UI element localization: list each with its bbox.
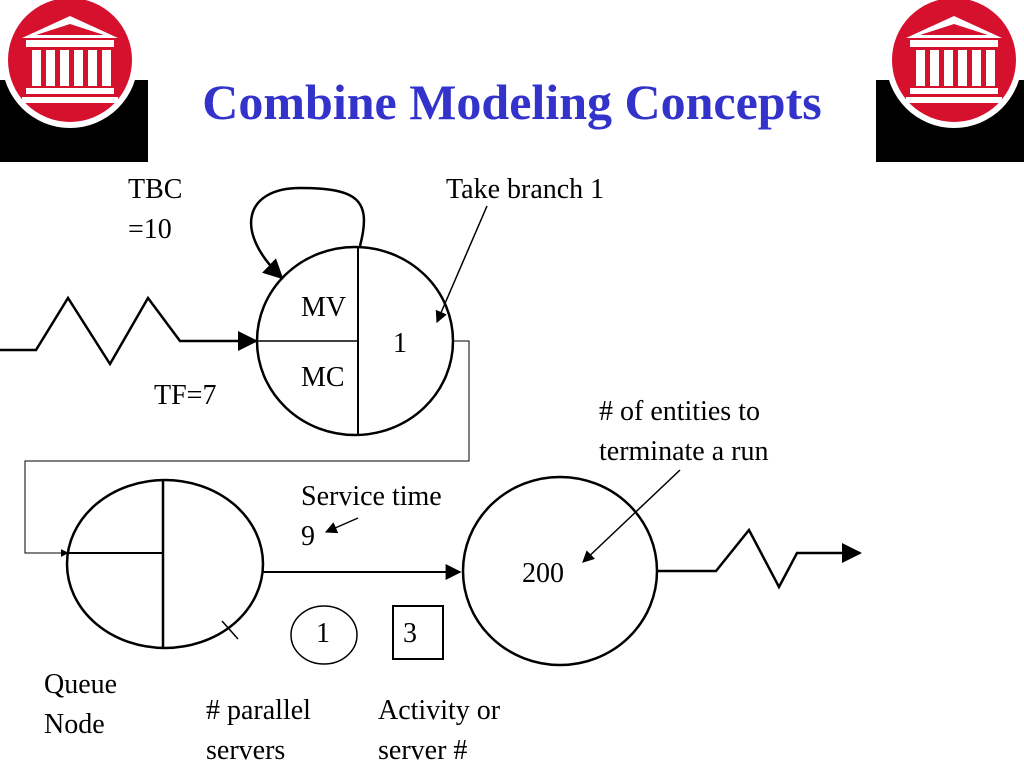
queue-node-label: Queue Node [44, 669, 118, 740]
terminate-count-label: 200 [522, 558, 564, 589]
activity-server-label: Activity or server # [378, 695, 501, 766]
outgoing-zigzag-arrow [657, 527, 862, 590]
branch-count-label: 1 [393, 328, 407, 359]
queue-node [65, 478, 265, 650]
entities-pointer [582, 469, 681, 563]
parallel-servers-value: 1 [316, 618, 330, 649]
service-time-label: Service time 9 [301, 481, 442, 552]
tbc-loop-arrow [250, 186, 366, 280]
entities-label: # of entities to terminate a run [599, 396, 769, 467]
tbc-label: TBC =10 [128, 174, 183, 245]
university-building-icon [0, 0, 148, 162]
tf-label: TF=7 [154, 380, 217, 411]
parallel-servers-circle [290, 605, 358, 665]
create-node [255, 245, 455, 437]
create-to-queue-connector [24, 340, 470, 557]
university-logo-right [876, 0, 1024, 162]
activity-number-box [392, 605, 444, 660]
activity-number-value: 3 [403, 618, 417, 649]
parallel-servers-label: # parallel servers [206, 695, 311, 766]
slide-title: Combine Modeling Concepts [202, 74, 822, 130]
mv-label: MV [301, 292, 347, 323]
mc-label: MC [301, 362, 345, 393]
take-branch-pointer [435, 205, 488, 324]
incoming-zigzag-arrow [0, 295, 258, 367]
take-branch-label: Take branch 1 [446, 174, 605, 205]
service-time-pointer [324, 517, 359, 534]
university-building-icon [876, 0, 1024, 162]
university-logo-left [0, 0, 148, 162]
